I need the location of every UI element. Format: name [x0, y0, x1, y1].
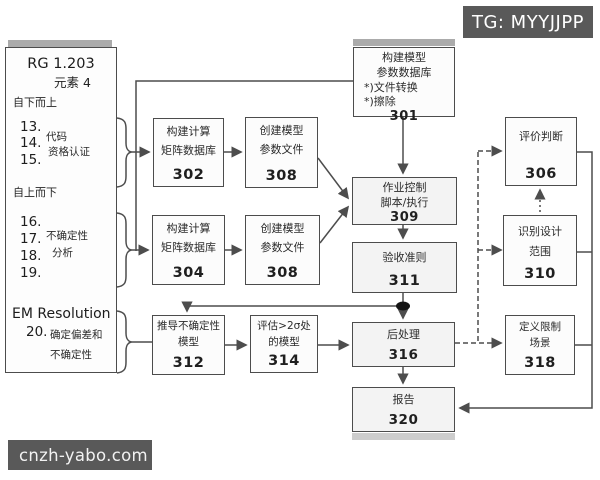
connector-left-rail	[135, 80, 353, 251]
box-308b-number: 308	[266, 264, 299, 281]
box-320-number: 320	[388, 412, 419, 429]
box-312-line1: 推导不确定性	[157, 320, 220, 332]
box-310-identify-design-scope: 识别设计 范围 310	[503, 215, 577, 286]
box-311-line1: 验收准则	[382, 251, 427, 264]
connector-308b-309	[319, 205, 350, 244]
box-314-line2: 的模型	[268, 336, 300, 349]
box-311-number: 311	[388, 272, 421, 289]
box-306-evaluation-judgment: 评价判断 306	[505, 117, 577, 186]
box-309-line1: 作业控制	[382, 181, 427, 194]
item-20-label: 确定偏差和	[50, 329, 103, 341]
box-318-line2: 场景	[529, 337, 551, 350]
panel-subtitle: 元素 4	[54, 75, 91, 90]
scan-shadow-box320	[352, 433, 455, 440]
tag-badge: TG: MYYJJPP	[463, 6, 593, 38]
box-308b-create-model-parameter-files: 创建模型 参数文件 308	[245, 215, 320, 285]
box-301-line2: 参数数据库	[376, 65, 432, 79]
box-316-number: 316	[388, 347, 419, 364]
item-13-label: 代码	[46, 131, 67, 143]
item-14-label: 资格认证	[48, 146, 90, 158]
box-301-line1: 构建模型	[382, 51, 426, 64]
item-13: 13.	[20, 119, 42, 135]
box-314-number: 314	[268, 352, 300, 369]
connector-308a-309	[317, 157, 350, 200]
box-308a-line1: 创建模型	[259, 124, 304, 137]
item-16: 16.	[20, 214, 42, 230]
box-318-number: 318	[524, 354, 556, 371]
tag-label: TG: MYYJJPP	[471, 11, 585, 33]
box-312-line2: 模型	[178, 336, 199, 349]
section-em-resolution: EM Resolution	[12, 306, 111, 322]
box-301-number: 301	[389, 109, 419, 124]
box-320-report: 报告 320	[352, 387, 455, 432]
box-320-line1: 报告	[392, 393, 415, 406]
box-308a-create-model-parameter-files: 创建模型 参数文件 308	[245, 117, 318, 188]
box-310-number: 310	[524, 265, 556, 282]
box-309-line2: 脚本/执行	[380, 195, 429, 209]
watermark-label: cnzh-yabo.com	[19, 445, 148, 465]
item-14: 14.	[20, 135, 42, 151]
box-304-number: 304	[172, 264, 205, 281]
box-310-line1: 识别设计	[518, 225, 562, 238]
box-306-line1: 评价判断	[519, 130, 563, 143]
item-18-label: 分析	[52, 247, 73, 259]
box-309-number: 309	[390, 209, 419, 225]
box-306-number: 306	[525, 165, 557, 182]
box-301-build-model-parameter-database: 构建模型 参数数据库 *)文件转换 *)擦除 301	[353, 47, 455, 124]
box-302-number: 302	[172, 166, 205, 183]
scan-shadow-box301	[353, 39, 455, 46]
box-316-post-processing: 后处理 316	[352, 322, 455, 367]
requirements-panel: RG 1.203 元素 4 自下而上 13. 代码 14. 资格认证 15. 自…	[5, 47, 117, 373]
box-308b-line2: 参数文件	[260, 240, 305, 254]
box-314-evaluate-model-beyond-2-sigma: 评估>2σ处 的模型 314	[250, 315, 318, 373]
box-302-build-compute-matrix-db: 构建计算 矩阵数据库 302	[153, 118, 224, 187]
section-bottom-up: 自下而上	[13, 96, 57, 109]
brace-item-20	[116, 310, 134, 374]
box-312-derive-uncertainty-model: 推导不确定性 模型 312	[152, 315, 225, 375]
box-310-line2: 范围	[529, 244, 551, 258]
box-318-define-limiting-scenarios: 定义限制 场景 318	[505, 315, 575, 375]
connector-loop-to-312	[181, 301, 403, 313]
box-301-line3: *)文件转换	[364, 80, 418, 94]
box-301-line4: *)擦除	[364, 95, 396, 109]
section-top-down: 自上而下	[13, 186, 57, 199]
box-314-line1: 评估>2σ处	[257, 320, 311, 332]
brace-items-16-19	[116, 212, 134, 288]
connector-return-to-320	[458, 151, 593, 414]
junction-dot	[396, 301, 410, 311]
box-318-line1: 定义限制	[519, 321, 561, 333]
item-20-label-2: 不确定性	[50, 349, 92, 361]
box-304-line1: 构建计算	[166, 222, 211, 235]
item-17: 17.	[20, 231, 42, 247]
brace-items-13-15	[116, 117, 134, 188]
box-311-acceptance-criteria: 验收准则 311	[352, 242, 457, 293]
box-308a-line2: 参数文件	[259, 142, 304, 156]
scan-shadow-panel	[8, 40, 112, 47]
box-312-number: 312	[172, 354, 205, 371]
box-308a-number: 308	[265, 167, 298, 184]
panel-title: RG 1.203	[27, 56, 95, 72]
box-302-line1: 构建计算	[166, 125, 211, 138]
item-15: 15.	[20, 152, 42, 168]
item-18: 18.	[20, 248, 42, 264]
watermark: cnzh-yabo.com	[8, 440, 152, 470]
item-20: 20.	[26, 324, 48, 340]
box-304-build-compute-matrix-db: 构建计算 矩阵数据库 304	[152, 215, 225, 285]
box-302-line2: 矩阵数据库	[161, 143, 216, 157]
item-19: 19.	[20, 265, 42, 281]
box-304-line2: 矩阵数据库	[161, 240, 216, 254]
item-17-label: 不确定性	[46, 230, 88, 242]
box-309-job-control-script-execution: 作业控制 脚本/执行 309	[352, 177, 457, 225]
box-308b-line1: 创建模型	[260, 222, 305, 235]
box-316-line1: 后处理	[387, 328, 420, 341]
